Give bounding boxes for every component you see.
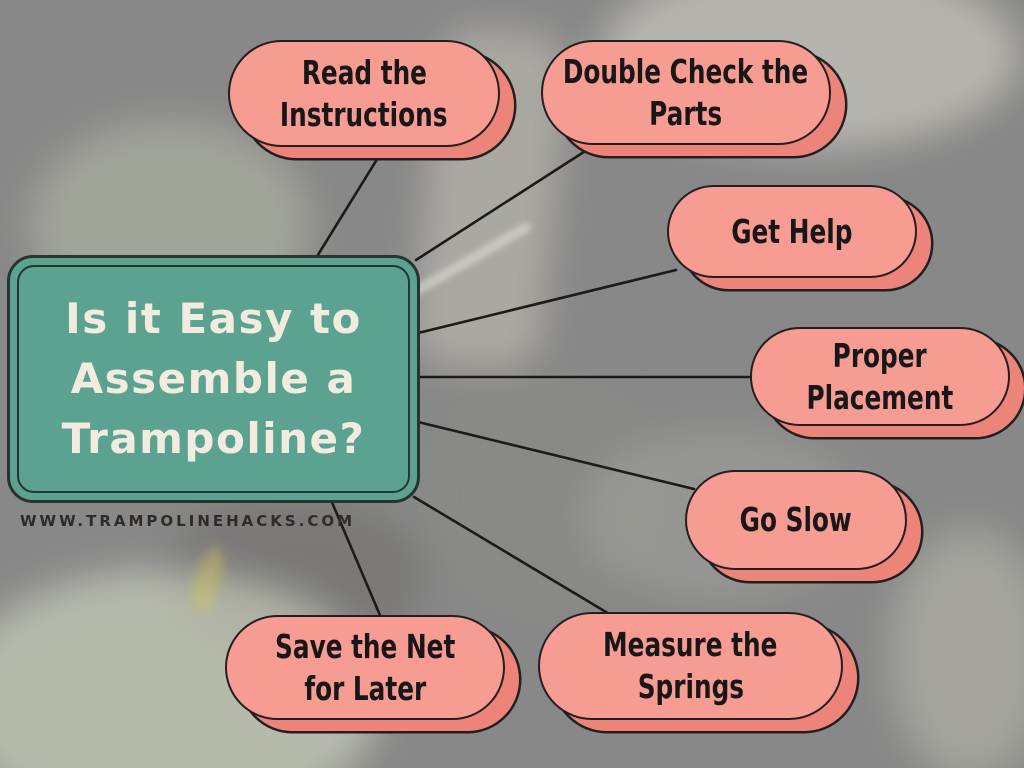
bubble-label: Go Slow	[739, 500, 853, 539]
center-title-box: Is it Easy to Assemble a Trampoline?	[7, 255, 420, 503]
bg-texture-net	[420, 370, 670, 620]
connector-line	[416, 420, 696, 491]
bubble-label: Springs	[637, 667, 744, 706]
center-title-inner-frame: Is it Easy to Assemble a Trampoline?	[17, 265, 410, 493]
bubble-label: Parts	[649, 93, 723, 133]
connector-line	[416, 268, 678, 335]
bubble-double-check-the-parts: Double Check the Parts	[541, 40, 831, 145]
bubble-get-help: Get Help	[667, 185, 917, 278]
bubble-label: Proper	[832, 335, 928, 375]
bg-texture-fence	[890, 530, 1024, 768]
connector-line	[314, 146, 386, 260]
bubble-go-slow: Go Slow	[685, 470, 907, 570]
bubble-label: Double Check the	[563, 51, 809, 91]
center-title-line: Trampoline?	[61, 414, 366, 463]
bubble-label: Get Help	[731, 211, 853, 251]
center-title-line: Is it Easy to	[65, 294, 362, 343]
connector-line	[329, 498, 384, 622]
connector-line	[412, 495, 618, 620]
bubble-label: Save the Net	[274, 626, 456, 666]
bubble-label: for Later	[304, 668, 426, 708]
bubble-measure-the-springs: Measure the Springs	[538, 612, 843, 720]
bubble-label: Read the	[301, 52, 427, 92]
bubble-label: Instructions	[280, 94, 448, 134]
bubble-read-the-instructions: Read the Instructions	[228, 40, 500, 147]
bubble-proper-placement: Proper Placement	[750, 327, 1010, 426]
center-title-line: Assemble a	[70, 354, 357, 403]
bubble-label: Placement	[806, 377, 954, 417]
bubble-label: Measure the	[603, 625, 778, 664]
bubble-save-the-net-for-later: Save the Net for Later	[225, 615, 505, 720]
connector-line	[414, 146, 592, 262]
watermark-url: WWW.TRAMPOLINEHACKS.COM	[20, 512, 356, 530]
